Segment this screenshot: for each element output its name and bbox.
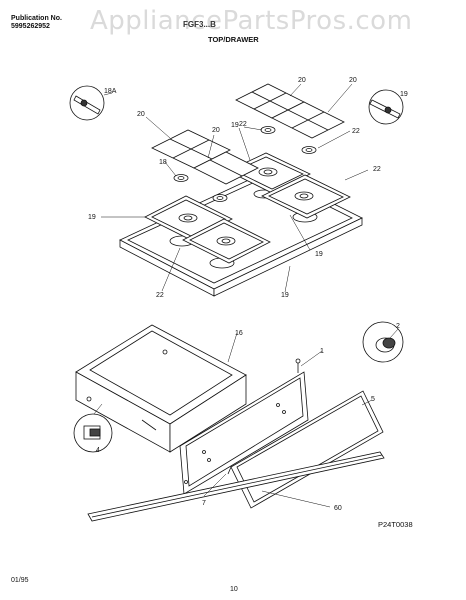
burner-cap-1 xyxy=(173,174,189,182)
drawer-handle-part-39 xyxy=(87,451,385,522)
callout-7: 7 xyxy=(202,500,206,507)
drawer-panel-part-2 xyxy=(179,358,309,495)
callout-20: 20 xyxy=(349,77,357,84)
top-grate-left xyxy=(151,129,259,185)
publication-number: 5995262952 xyxy=(11,23,50,30)
callout-22: 22 xyxy=(373,166,381,173)
figure-id: P24T0038 xyxy=(378,520,413,529)
model-number: FGF3...B xyxy=(183,20,216,29)
callout-60: 60 xyxy=(334,505,342,512)
detail-circle-18 xyxy=(368,89,404,125)
top-grate-right xyxy=(235,83,345,139)
callout-16: 16 xyxy=(235,330,243,337)
callout-18A: 18A xyxy=(104,88,117,95)
callout-22: 22 xyxy=(352,128,360,135)
callout-20: 20 xyxy=(137,111,145,118)
watermark: AppliancePartsPros.com xyxy=(90,6,413,36)
burner-cap-4 xyxy=(212,194,228,202)
footer-page: 10 xyxy=(230,586,238,593)
burner-cap-2 xyxy=(260,126,276,134)
detail-circle-5 xyxy=(362,321,404,363)
callout-19: 19 xyxy=(88,214,96,221)
callout-4: 4 xyxy=(96,447,100,454)
callout-19: 19 xyxy=(315,251,323,258)
leader-lines-top xyxy=(101,83,369,293)
callout-22: 22 xyxy=(156,292,164,299)
burner-cap-3 xyxy=(301,146,317,154)
section-title: TOP/DRAWER xyxy=(208,35,259,44)
leader-lines-bottom xyxy=(93,328,399,508)
detail-circle-7 xyxy=(73,413,113,453)
callout-19: 19 xyxy=(400,91,408,98)
callout-19: 19 xyxy=(281,292,289,299)
callout-20: 20 xyxy=(212,127,220,134)
callout-22: 22 xyxy=(239,121,247,128)
burner-grate-left-rear xyxy=(182,218,271,264)
callout-19: 19 xyxy=(231,122,239,129)
burner-grate-right-front xyxy=(261,174,351,219)
callout-20: 20 xyxy=(298,77,306,84)
drawer-part-1 xyxy=(75,324,247,453)
callout-1: 1 xyxy=(320,348,324,355)
callout-2: 2 xyxy=(396,323,400,330)
footer-date: 01/95 xyxy=(11,577,29,584)
publication-label: Publication No. xyxy=(11,15,62,22)
callout-5: 5 xyxy=(371,396,375,403)
detail-circle-18a xyxy=(69,85,105,121)
callout-18: 18 xyxy=(159,159,167,166)
